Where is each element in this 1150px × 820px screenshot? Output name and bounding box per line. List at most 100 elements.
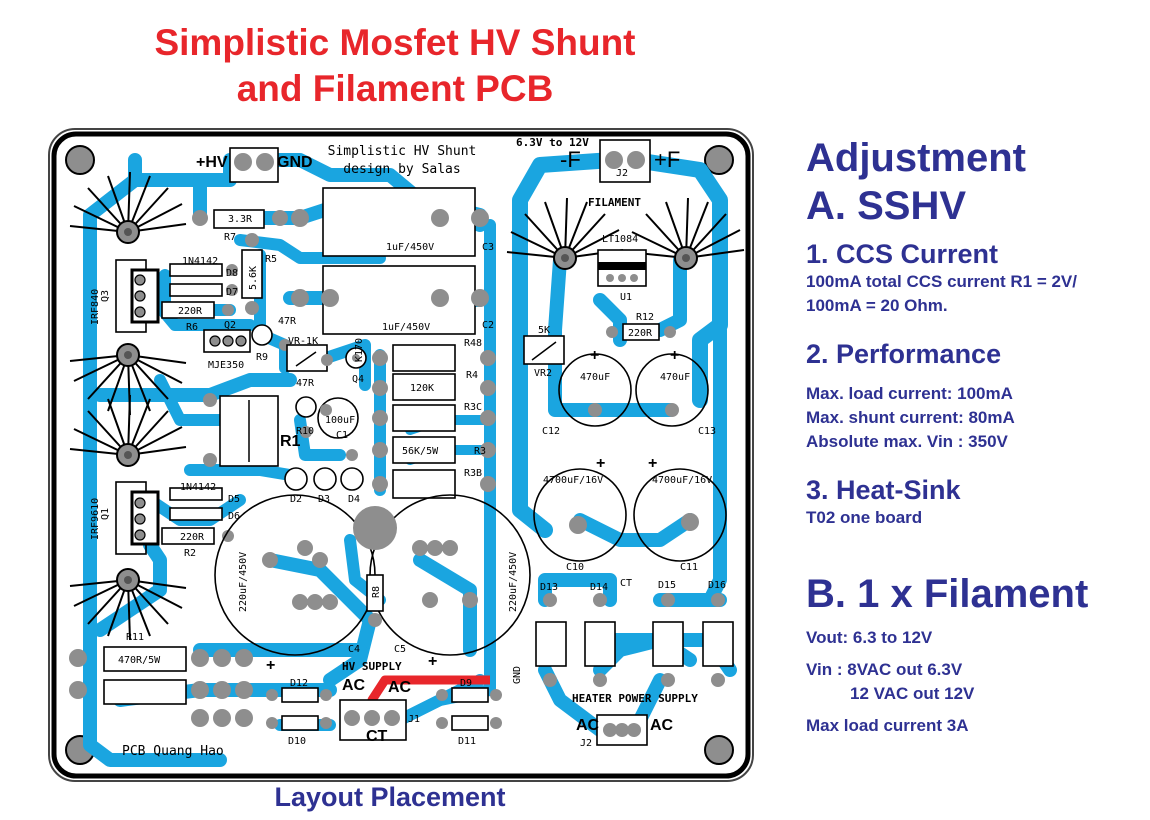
capacitor-c1	[317, 397, 359, 439]
fil-ac-left: AC	[576, 717, 600, 734]
d6-label: D6	[228, 511, 240, 522]
mounting-holes	[65, 145, 734, 765]
fil-ac-right: AC	[650, 717, 674, 734]
diodes-d5-d6	[169, 487, 223, 521]
d2-label: D2	[290, 494, 302, 505]
c4-value: 220uF/450V	[238, 552, 249, 612]
layout-caption: Layout Placement	[274, 782, 506, 812]
ccs-current-title: 1. CCS Current	[806, 239, 999, 269]
capacitor-c13	[635, 353, 709, 427]
q2-value: MJE350	[208, 360, 244, 371]
title-line-1: Simplistic Mosfet HV Shunt	[154, 22, 636, 63]
c2-value: 1uF/450V	[382, 322, 430, 333]
capacitor-c3	[291, 187, 489, 257]
plus-mark-c11: +	[648, 455, 657, 472]
performance-line1: Max. load current: 100mA	[806, 384, 1013, 403]
q1-label: Q1	[100, 508, 111, 520]
r3c-label: R3C	[464, 402, 482, 413]
capacitor-c2	[291, 265, 489, 335]
transistor-q2	[203, 329, 251, 353]
d11-label: D11	[458, 736, 476, 747]
d9-label: D9	[460, 678, 472, 689]
resistor-r5	[241, 233, 263, 315]
resistor-r6	[161, 301, 234, 319]
performance-line3: Absolute max. Vin : 350V	[806, 432, 1008, 451]
hv-supply-label: HV SUPPLY	[342, 660, 402, 673]
vr1-label: VR-1K	[288, 336, 318, 347]
gnd-label: GND	[277, 154, 313, 171]
rectifier-diodes-filament	[535, 593, 734, 687]
q4-value: K170	[354, 338, 365, 362]
d16-label: D16	[708, 580, 726, 591]
r10-value: 47R	[296, 378, 315, 389]
r9-value: 47R	[278, 316, 297, 327]
r12-value: 220R	[628, 328, 653, 339]
q2-label: Q2	[224, 320, 236, 331]
d4-label: D4	[348, 494, 360, 505]
trimmer-vr2	[523, 335, 565, 365]
r8-label: R8	[371, 586, 382, 598]
d6-value: 1N4142	[180, 482, 216, 493]
connector-j2-bottom	[596, 714, 648, 746]
resistor-r2	[161, 527, 234, 545]
c5-label: C5	[394, 644, 406, 655]
trimmer-vr1	[286, 344, 333, 372]
r3b-label: R3B	[464, 468, 482, 479]
resistor-r8	[353, 506, 397, 627]
r11-label: R11	[126, 632, 144, 643]
d12-label: D12	[290, 678, 308, 689]
c12-value: 470uF	[580, 372, 610, 383]
r10-label: R10	[296, 426, 314, 437]
r3-value: 56K/5W	[402, 446, 439, 457]
r6-value: 220R	[178, 306, 203, 317]
d15-label: D15	[658, 580, 676, 591]
q1-value: IRF9610	[90, 498, 101, 540]
plus-mark-c4: +	[266, 657, 275, 674]
d10-label: D10	[288, 736, 306, 747]
r4-value: 120K	[410, 383, 434, 394]
c1-label: C1	[336, 430, 348, 441]
r7-value: 3.3R	[228, 214, 253, 225]
hv-ct-label: CT	[366, 728, 388, 745]
r5-value: 5.6K	[248, 266, 259, 290]
filament-plus-label: +F	[654, 147, 680, 172]
r5-label: R5	[265, 254, 277, 265]
performance-title: 2. Performance	[806, 339, 1002, 369]
adjustment-panel: Adjustment A. SSHV 1. CCS Current 100mA …	[806, 134, 1146, 738]
d3-label: D3	[318, 494, 330, 505]
c12-label: C12	[542, 426, 560, 437]
c13-value: 470uF	[660, 372, 690, 383]
r2-value: 220R	[180, 532, 205, 543]
c10-label: C10	[566, 562, 584, 573]
c13-label: C13	[698, 426, 716, 437]
d13-label: D13	[540, 582, 558, 593]
hv-ac-right: AC	[388, 679, 412, 696]
capacitor-c12	[558, 353, 632, 427]
d8-label: D8	[226, 268, 238, 279]
c11-label: C11	[680, 562, 698, 573]
section-a-heading: A. SSHV	[806, 184, 967, 228]
r1-label: R1	[280, 433, 301, 450]
c3-value: 1uF/450V	[386, 242, 434, 253]
vr2-label: VR2	[534, 368, 552, 379]
connector-j1	[339, 699, 407, 741]
resistor-r10	[295, 396, 317, 438]
c1-value: 100uF	[325, 415, 355, 426]
r4-label: R4	[466, 370, 478, 381]
c5-value: 220uF/450V	[508, 552, 519, 612]
r2-label: R2	[184, 548, 196, 559]
ct-small-label: CT	[620, 578, 632, 589]
r9-label: R9	[256, 352, 268, 363]
rectifier-diodes-hv	[266, 687, 502, 731]
resistor-r9	[251, 324, 291, 351]
filament-label: FILAMENT	[588, 196, 641, 209]
r48-label: R48	[464, 338, 482, 349]
plus-mark-c12: +	[590, 347, 599, 364]
gnd-vertical-label: GND	[512, 666, 523, 684]
board-header-line2: design by Salas	[343, 162, 460, 177]
filament-minus-label: -F	[560, 147, 581, 172]
u1-label: U1	[620, 292, 632, 303]
credit-label: PCB Quang Hao	[122, 744, 224, 759]
plus-mark-c10: +	[596, 455, 605, 472]
